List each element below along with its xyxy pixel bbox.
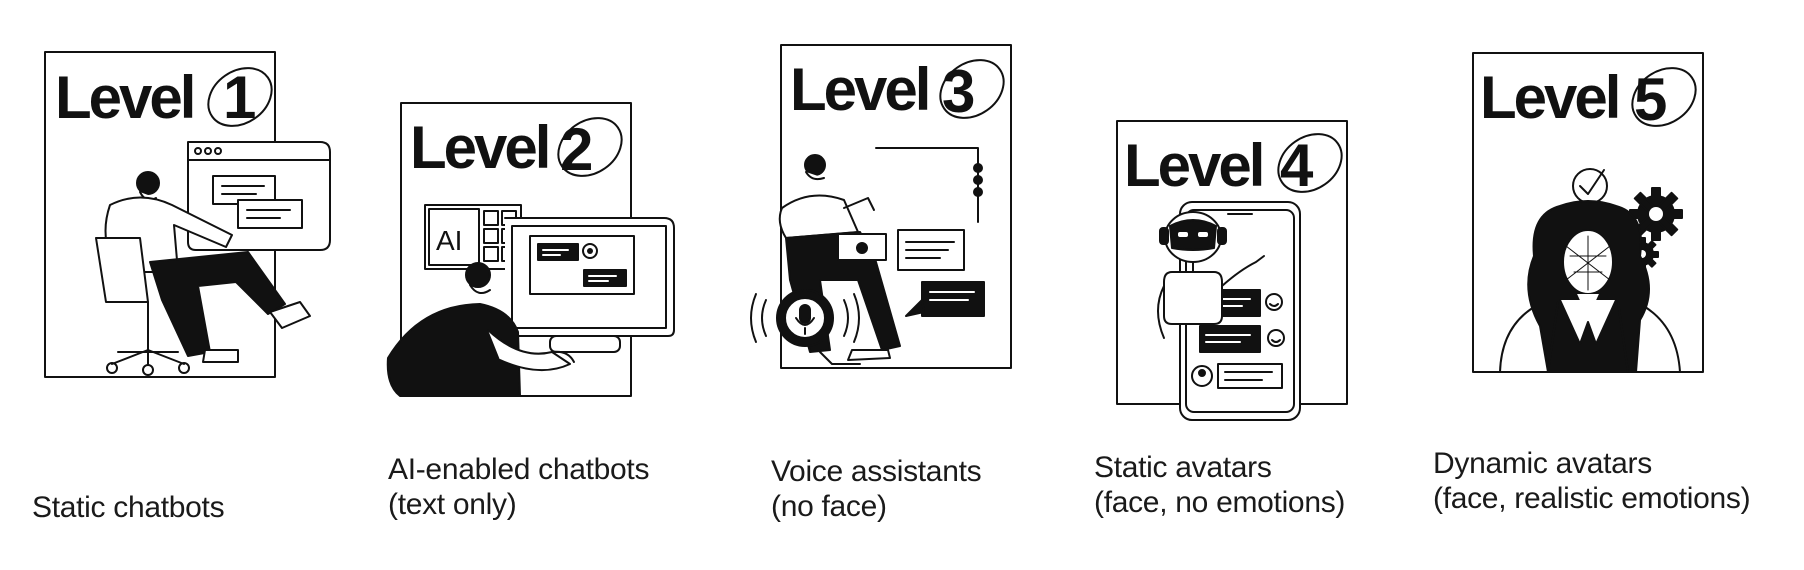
person-with-laptop-illustration: [750, 154, 901, 365]
level-2-caption-line-2: (text only): [388, 488, 517, 521]
chat-bubbles-icon: [897, 229, 985, 317]
level-4-caption-line-2: (face, no emotions): [1094, 486, 1346, 519]
level-5-title: Level: [1480, 64, 1618, 131]
level-5-number-ring: [1631, 67, 1697, 127]
woman-avatar-illustration: [1499, 200, 1681, 373]
level-2-number-ring: [557, 117, 623, 177]
level-4-number-ring: [1277, 133, 1343, 193]
level-2-title: Level: [410, 114, 548, 181]
person-at-desk-illustration: [95, 171, 311, 376]
level-5-card: Level 5: [1472, 52, 1704, 373]
level-4-number: 4: [1280, 132, 1314, 199]
level-3-caption: Voice assistants (no face): [771, 454, 982, 524]
level-2-number: 2: [560, 116, 593, 183]
level-3-caption-line-1: Voice assistants: [771, 455, 982, 488]
level-4-title: Level: [1124, 132, 1262, 199]
level-5-caption-line-2: (face, realistic emotions): [1433, 482, 1751, 515]
level-4-card: Level 4: [1116, 120, 1348, 421]
level-5-caption-line-1: Dynamic avatars: [1433, 447, 1652, 480]
level-3-card: Level 3: [750, 44, 1012, 369]
ai-badge: AI: [436, 225, 462, 256]
person-at-computer-illustration: [386, 262, 575, 397]
level-3-caption-line-2: (no face): [771, 490, 887, 523]
robot-avatar-illustration: [1157, 211, 1265, 339]
level-4-caption-line-1: Static avatars: [1094, 451, 1272, 484]
level-1-card: Level 1: [44, 51, 331, 378]
level-5-number: 5: [1634, 66, 1667, 133]
level-1-caption-line-1: Static chatbots: [32, 491, 225, 524]
monitor-chat-icon: [504, 217, 675, 353]
level-4-caption: Static avatars (face, no emotions): [1094, 450, 1345, 520]
level-3-title: Level: [790, 56, 928, 123]
level-3-number-ring: [939, 59, 1005, 119]
level-2-caption-line-1: AI-enabled chatbots: [388, 453, 650, 486]
level-1-number-ring: [207, 67, 273, 127]
level-1-caption: Static chatbots: [32, 490, 225, 525]
level-2-card: Level 2 AI: [386, 102, 675, 397]
level-2-caption: AI-enabled chatbots (text only): [388, 452, 649, 522]
level-3-number: 3: [942, 58, 975, 125]
level-1-number: 1: [223, 64, 256, 131]
chat-window-icon: [187, 141, 331, 251]
level-5-caption: Dynamic avatars (face, realistic emotion…: [1433, 446, 1751, 516]
level-1-title: Level: [55, 64, 193, 131]
